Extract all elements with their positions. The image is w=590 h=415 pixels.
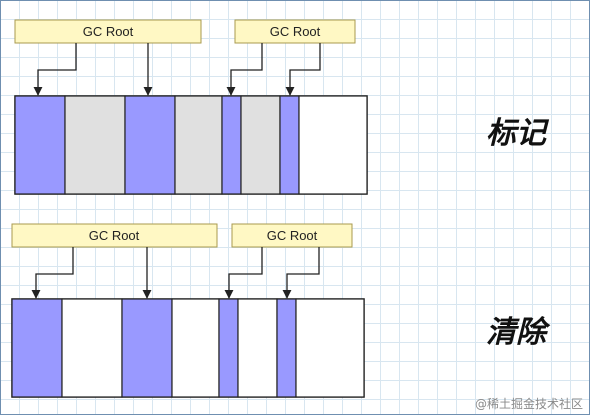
memory-block-free	[171, 298, 220, 398]
arrow	[33, 43, 77, 96]
memory-block-live	[279, 95, 300, 195]
arrow	[31, 247, 74, 299]
arrow	[282, 247, 320, 299]
memory-block-live	[11, 298, 63, 398]
gc-root-2: GC Root	[234, 19, 356, 44]
arrow	[285, 43, 321, 96]
memory-bar	[11, 298, 365, 398]
memory-bar	[14, 95, 368, 195]
gc-root-3: GC Root	[11, 223, 218, 248]
memory-block-free	[295, 298, 365, 398]
gc-root-label: GC Root	[83, 24, 134, 39]
phase-mark: GC Root GC Root 标记	[14, 19, 550, 195]
phase-sweep: GC Root GC Root 清除	[11, 223, 551, 398]
memory-block-garbage	[174, 95, 223, 195]
memory-block-free	[237, 298, 278, 398]
gc-root-1: GC Root	[14, 19, 202, 44]
memory-block-garbage	[240, 95, 281, 195]
memory-block-live	[124, 95, 176, 195]
arrow	[226, 43, 263, 96]
gc-root-label: GC Root	[267, 228, 318, 243]
reference-arrows	[33, 43, 321, 96]
gc-root-label: GC Root	[89, 228, 140, 243]
memory-block-free	[61, 298, 123, 398]
watermark: @稀土掘金技术社区	[475, 396, 583, 411]
arrow	[224, 247, 263, 299]
memory-block-live	[276, 298, 297, 398]
memory-block-garbage	[64, 95, 126, 195]
phase-title-mark: 标记	[486, 116, 550, 151]
memory-block-live	[14, 95, 66, 195]
phase-title-sweep: 清除	[486, 315, 551, 350]
memory-block-live	[218, 298, 239, 398]
reference-arrows	[31, 247, 320, 299]
memory-block-live	[121, 298, 173, 398]
gc-root-label: GC Root	[270, 24, 321, 39]
gc-root-4: GC Root	[231, 223, 353, 248]
memory-block-free	[298, 95, 368, 195]
memory-block-live	[221, 95, 242, 195]
